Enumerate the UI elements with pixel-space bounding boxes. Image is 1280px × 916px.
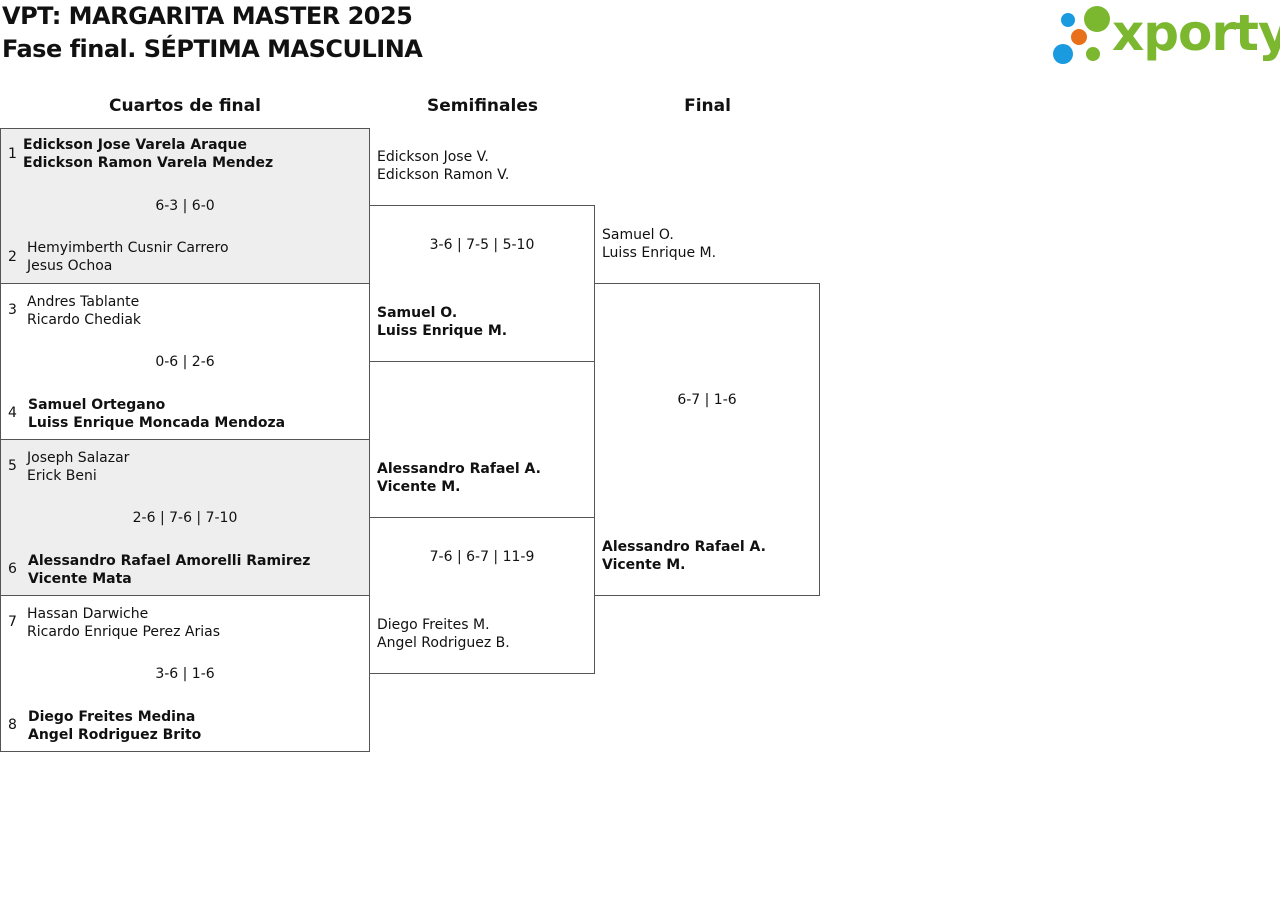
- logo-dots-icon: [1053, 6, 1110, 64]
- team-names-winner: Edickson Jose Varela Araque Edickson Ram…: [23, 136, 273, 172]
- player-name: Erick Beni: [27, 468, 97, 484]
- player-name: Diego Freites M.: [377, 617, 490, 633]
- xporty-logo: xporty: [1050, 2, 1280, 68]
- player-name: Edickson Ramon Varela Mendez: [23, 155, 274, 171]
- final-team-top: Samuel O. Luiss Enrique M.: [602, 226, 716, 262]
- seed-number: 3: [8, 302, 17, 318]
- seed-number: 2: [8, 249, 17, 265]
- seed-number: 4: [8, 405, 17, 421]
- semifinal-2-team-bottom: Diego Freites M. Angel Rodriguez B.: [377, 616, 510, 652]
- final-match[interactable]: 6-7 | 1-6 Alessandro Rafael A. Vicente M…: [594, 283, 820, 596]
- match-score: 0-6 | 2-6: [155, 354, 215, 370]
- match-score: 3-6 | 1-6: [155, 666, 215, 682]
- match-score: 2-6 | 7-6 | 7-10: [132, 510, 238, 526]
- team-names-winner: Samuel Ortegano Luiss Enrique Moncada Me…: [28, 396, 285, 432]
- match-score: 6-3 | 6-0: [155, 198, 215, 214]
- seed-number: 8: [8, 717, 17, 733]
- logo-wordmark: xporty: [1112, 4, 1280, 62]
- player-name: Edickson Jose Varela Araque: [23, 137, 248, 153]
- semifinal-match-1[interactable]: 3-6 | 7-5 | 5-10 Samuel O. Luiss Enrique…: [369, 205, 595, 362]
- semifinal-1-team-top: Edickson Jose V. Edickson Ramon V.: [377, 148, 509, 184]
- player-name: Andres Tablante: [27, 294, 140, 310]
- seed-number: 1: [8, 146, 17, 162]
- player-name: Alessandro Rafael A.: [377, 461, 541, 477]
- player-name: Ricardo Enrique Perez Arias: [27, 624, 221, 640]
- tournament-title: VPT: MARGARITA MASTER 2025: [2, 2, 413, 30]
- player-name: Diego Freites Medina: [28, 709, 196, 725]
- player-name: Angel Rodriguez B.: [377, 635, 510, 651]
- player-name: Ricardo Chediak: [27, 312, 142, 328]
- column-header-quarters: Cuartos de final: [109, 96, 261, 116]
- phase-subtitle: Fase final. SÉPTIMA MASCULINA: [2, 35, 423, 63]
- player-name: Luiss Enrique Moncada Mendoza: [28, 415, 286, 431]
- player-name: Hemyimberth Cusnir Carrero: [27, 240, 229, 256]
- player-name: Edickson Jose V.: [377, 149, 489, 165]
- player-name: Alessandro Rafael A.: [602, 539, 766, 555]
- player-name: Samuel O.: [377, 305, 458, 321]
- player-name: Jesus Ochoa: [27, 258, 113, 274]
- player-name: Samuel Ortegano: [28, 397, 166, 413]
- quarterfinal-match-1[interactable]: 1 Edickson Jose Varela Araque Edickson R…: [0, 128, 370, 284]
- semifinal-1-team-bottom-winner: Samuel O. Luiss Enrique M.: [377, 304, 507, 340]
- player-name: Hassan Darwiche: [27, 606, 149, 622]
- player-name: Samuel O.: [602, 227, 674, 243]
- column-header-semis: Semifinales: [427, 96, 538, 116]
- player-name: Vicente Mata: [28, 571, 132, 587]
- player-name: Edickson Ramon V.: [377, 167, 510, 183]
- seed-number: 5: [8, 458, 17, 474]
- team-names: Hemyimberth Cusnir Carrero Jesus Ochoa: [27, 239, 229, 275]
- team-names: Joseph Salazar Erick Beni: [27, 449, 129, 485]
- team-names-winner: Diego Freites Medina Angel Rodriguez Bri…: [28, 708, 201, 744]
- final-team-bottom-winner: Alessandro Rafael A. Vicente M.: [602, 538, 766, 574]
- player-name: Vicente M.: [377, 479, 461, 495]
- quarterfinal-match-2[interactable]: 3 Andres Tablante Ricardo Chediak 0-6 | …: [0, 283, 370, 440]
- player-name: Alessandro Rafael Amorelli Ramirez: [28, 553, 311, 569]
- team-names: Andres Tablante Ricardo Chediak: [27, 293, 141, 329]
- team-names-winner: Alessandro Rafael Amorelli Ramirez Vicen…: [28, 552, 310, 588]
- semifinal-2-team-top-winner: Alessandro Rafael A. Vicente M.: [377, 460, 541, 496]
- semifinal-match-2[interactable]: 7-6 | 6-7 | 11-9 Diego Freites M. Angel …: [369, 517, 595, 674]
- column-header-final: Final: [684, 96, 731, 116]
- quarterfinal-match-4[interactable]: 7 Hassan Darwiche Ricardo Enrique Perez …: [0, 595, 370, 752]
- player-name: Angel Rodriguez Brito: [28, 727, 202, 743]
- player-name: Vicente M.: [602, 557, 686, 573]
- match-score: 6-7 | 1-6: [677, 392, 737, 408]
- player-name: Luiss Enrique M.: [602, 245, 717, 261]
- player-name: Joseph Salazar: [27, 450, 130, 466]
- match-score: 3-6 | 7-5 | 5-10: [429, 237, 535, 253]
- seed-number: 7: [8, 614, 17, 630]
- quarterfinal-match-3[interactable]: 5 Joseph Salazar Erick Beni 2-6 | 7-6 | …: [0, 439, 370, 596]
- match-score: 7-6 | 6-7 | 11-9: [429, 549, 535, 565]
- seed-number: 6: [8, 561, 17, 577]
- player-name: Luiss Enrique M.: [377, 323, 508, 339]
- team-names: Hassan Darwiche Ricardo Enrique Perez Ar…: [27, 605, 220, 641]
